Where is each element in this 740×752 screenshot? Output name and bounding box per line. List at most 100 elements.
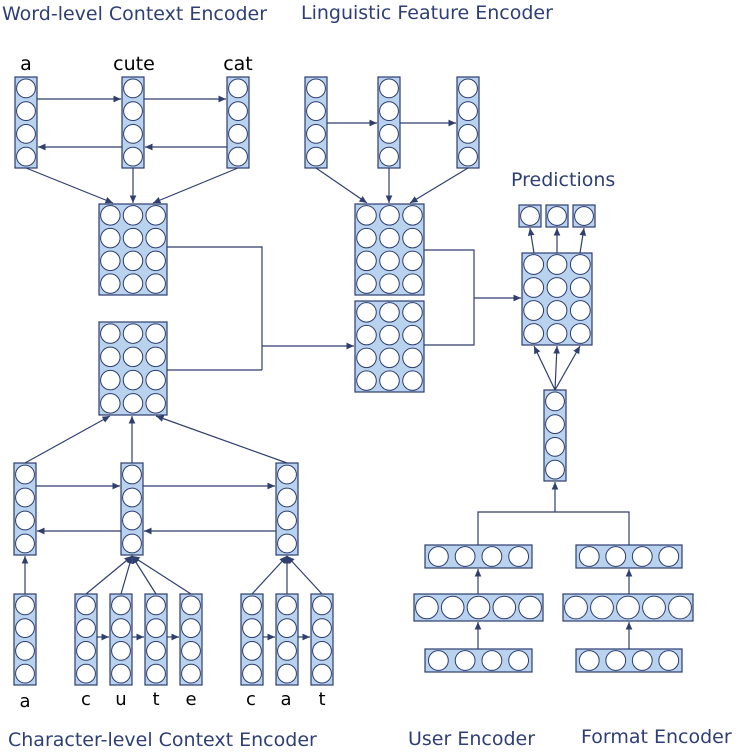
unit-circle [379,347,400,369]
unit-circle [458,146,478,167]
unit-circle [312,663,332,684]
connection-arrow [553,345,561,391]
unit-circle [427,546,449,567]
unit-circle [123,78,143,99]
unit-circle [16,78,36,99]
unit-circle [379,273,400,294]
unit-circle [100,323,121,344]
unit-circle [242,618,262,639]
unit-circle [242,595,262,616]
unit-circle [466,595,491,620]
unit-circle [523,254,545,275]
char-vector-1 [13,593,37,686]
unit-circle [15,618,35,639]
unit-circle [145,205,166,226]
unit-circle [356,227,377,249]
unit-circle [145,273,166,294]
connection-arrow [533,345,556,391]
unit-circle [146,640,166,661]
unit-circle [312,640,332,661]
char-vector-8 [310,593,334,686]
unit-circle [379,370,400,391]
unit-circle [16,101,36,122]
unit-circle [605,650,627,671]
unit-circle [508,546,530,567]
unit-circle [520,206,540,226]
linguistic-encoder-title: Linguistic Feature Encoder [301,2,553,24]
connection-arrow [24,415,111,464]
unit-circle [76,595,96,616]
unit-circle [16,123,36,144]
unit-circle [228,78,248,99]
char-vector-4 [144,593,168,686]
unit-circle [312,595,332,616]
unit-circle [356,273,377,294]
unit-circle [122,227,144,249]
user-encoder-top-layer [424,544,533,569]
char-vector-5 [179,593,203,686]
unit-circle [122,487,142,508]
character-context-matrix [98,321,168,416]
connection-arrow [315,167,368,204]
unit-circle [306,101,326,122]
unit-circle [546,254,568,275]
format-encoder-middle-layer [562,593,694,622]
unit-circle [228,101,248,122]
unit-circle [100,346,121,368]
unit-circle [415,595,439,620]
unit-circle [100,250,121,272]
unit-circle [616,595,640,620]
unit-circle [145,323,166,344]
word-label: a [20,53,32,75]
char-label: c [246,689,256,710]
unit-circle [15,595,35,616]
unit-circle [454,546,476,567]
unit-circle [379,78,399,99]
unit-circle [402,227,423,249]
unit-circle [181,618,201,639]
unit-circle [508,650,530,671]
unit-circle [379,227,400,249]
unit-circle [402,324,423,346]
unit-circle [379,324,400,346]
unit-circle [181,663,201,684]
connection-arrow [251,555,288,595]
unit-circle [123,146,143,167]
prediction-unit-1 [518,204,542,228]
unit-circle [545,391,565,412]
char-label: t [152,689,159,710]
unit-circle [402,205,423,226]
unit-circle [356,347,377,369]
connection-arrow [579,227,587,254]
unit-circle [145,250,166,272]
linguistic-vector-1 [304,76,328,169]
unit-circle [578,650,600,671]
predictions-title: Predictions [511,169,615,191]
unit-circle [658,650,680,671]
unit-circle [545,414,565,435]
unit-circle [312,618,332,639]
unit-circle [306,146,326,167]
vector-blocks [13,76,694,686]
unit-circle [356,324,377,346]
unit-circle [111,640,131,661]
unit-circle [523,300,545,321]
unit-circle [122,464,142,485]
unit-circle [402,250,423,272]
char-word-vector-cute [120,462,144,556]
unit-circle [181,595,201,616]
word-vector-cat [226,76,250,169]
unit-circle [454,650,476,671]
user-encoder-bottom-layer [424,648,533,673]
char-vector-3 [109,593,133,686]
connections [21,95,633,649]
char-label: a [280,689,291,710]
unit-circle [242,663,262,684]
unit-circle [277,510,297,531]
connection-arrow [424,249,475,346]
unit-circle [100,369,121,391]
connection-arrow [152,167,239,204]
linguistic-vector-2 [377,76,401,169]
combined-matrix [354,300,425,393]
unit-circle [15,663,35,684]
